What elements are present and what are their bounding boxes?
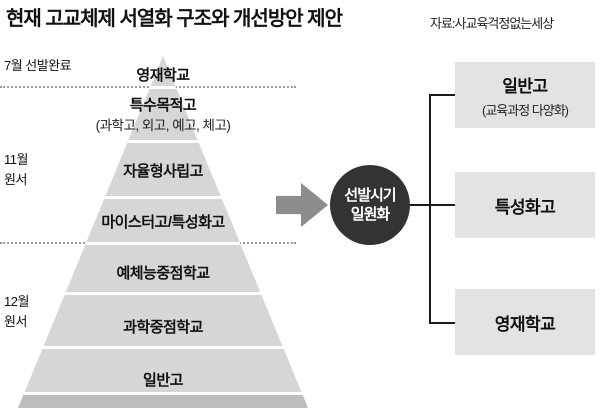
pyramid-separator — [18, 392, 308, 395]
pyramid-separator — [18, 346, 308, 349]
pyramid-level-science-focus: 과학중점학교 — [123, 319, 203, 336]
timeline-label-december: 12월 원서 — [4, 292, 29, 332]
proposal-box-general: 일반고 (교육과정 다양화) — [455, 62, 595, 128]
pyramid-level-special-purpose-sub: (과학고, 외고, 예고, 체고) — [95, 118, 231, 133]
connector-line-top — [429, 94, 455, 96]
timeline-label-november-month: 11월 — [4, 152, 28, 167]
connector-line-bottom — [429, 322, 455, 324]
pyramid-base-strip — [18, 395, 308, 408]
pyramid-separator — [18, 292, 308, 295]
pyramid-separator — [18, 242, 308, 245]
connector-line-vertical — [429, 94, 431, 324]
pyramid-level-meister-specialized: 마이스터고/특성화고 — [101, 214, 225, 231]
timeline-label-november: 11월 원서 — [4, 150, 28, 190]
page-title: 현재 고교체제 서열화 구조와 개선방안 제안 — [6, 8, 343, 30]
timeline-label-december-month: 12월 — [4, 294, 29, 309]
proposal-box-specialized-name: 특성화고 — [494, 197, 556, 217]
proposal-box-gifted-name: 영재학교 — [494, 314, 556, 334]
proposal-box-general-sub: (교육과정 다양화) — [482, 102, 569, 118]
selection-unification-node: 선발시기 일원화 — [330, 165, 410, 245]
pyramid-level-special-purpose: 특수목적고 — [129, 97, 197, 114]
timeline-label-december-apply: 원서 — [4, 314, 27, 329]
pyramid-separator — [18, 86, 308, 89]
pyramid-separator — [18, 196, 308, 199]
timeline-label-july: 7월 선발완료 — [4, 58, 72, 73]
timeline-label-november-apply: 원서 — [4, 172, 27, 187]
timeline-divider-july-november — [0, 86, 296, 88]
pyramid-level-gifted-school: 영재학교 — [136, 67, 190, 84]
pyramid-level-general: 일반고 — [143, 372, 183, 389]
pyramid-level-arts-pe-focus: 예체능중점학교 — [116, 265, 210, 282]
node-label-line1: 선발시기 — [344, 187, 396, 204]
source-credit: 자료:사교육걱정없는세상 — [430, 16, 554, 31]
proposal-box-specialized: 특성화고 — [455, 172, 595, 238]
pyramid-level-autonomous-private: 자율형사립고 — [123, 163, 203, 180]
proposal-box-gifted: 영재학교 — [455, 289, 595, 355]
node-label-line2: 일원화 — [350, 206, 390, 223]
pyramid-separator — [18, 140, 308, 143]
proposal-box-general-name: 일반고 — [502, 76, 548, 96]
